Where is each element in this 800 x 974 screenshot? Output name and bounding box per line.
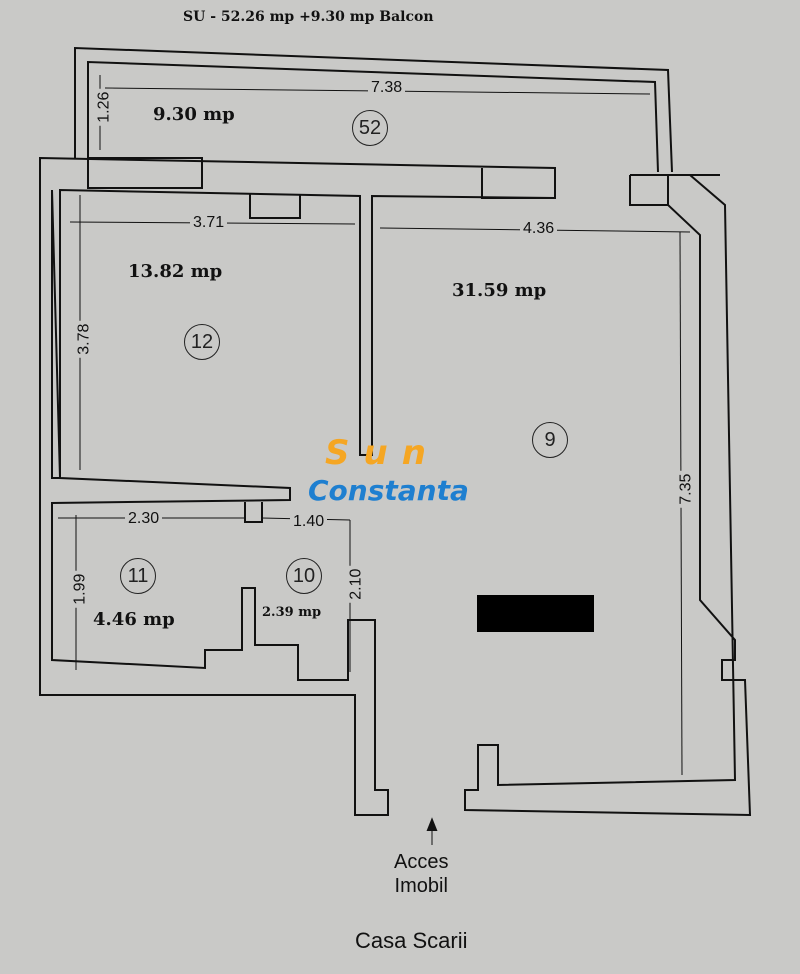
room-area-9: 31.59 mp [452, 280, 547, 301]
room-number-12: 12 [184, 324, 220, 360]
dim-room9-width: 4.36 [520, 220, 558, 239]
dim-room12-depth: 3.78 [75, 320, 94, 358]
stairs-label: Casa Scarii [355, 928, 468, 953]
dim-room11-width: 2.30 [125, 510, 163, 529]
access-label-line2: Imobil [394, 875, 448, 897]
redaction-box [477, 595, 594, 632]
dim-room9-depth: 7.35 [677, 470, 696, 508]
access-label: Acces Imobil [394, 850, 448, 898]
room-number-52: 52 [352, 110, 388, 146]
outer-wall-left [39, 156, 556, 816]
dim-balcony-width: 7.38 [368, 79, 406, 98]
dim-balcony-depth: 1.26 [95, 88, 114, 126]
room-area-10: 2.39 mp [262, 605, 322, 620]
balcony-wall [74, 46, 673, 173]
room-number-9: 9 [532, 422, 568, 458]
watermark-sun: Sun [325, 433, 440, 473]
room-number-10: 10 [286, 558, 322, 594]
dim-room10-width: 1.40 [290, 513, 328, 532]
room-area-11: 4.46 mp [93, 609, 175, 630]
outer-wall-right [464, 174, 752, 817]
access-label-line1: Acces [394, 851, 449, 873]
watermark-constanta: Constanta [308, 474, 469, 507]
room-number-11: 11 [120, 558, 156, 594]
plan-title: SU - 52.26 mp +9.30 mp Balcon [183, 9, 434, 25]
dim-room12-width: 3.71 [190, 214, 228, 233]
room-area-12: 13.82 mp [128, 261, 223, 282]
dim-room11-depth: 1.99 [71, 570, 90, 608]
dim-room10-depth: 2.10 [347, 565, 366, 603]
room-area-52: 9.30 mp [153, 104, 235, 125]
